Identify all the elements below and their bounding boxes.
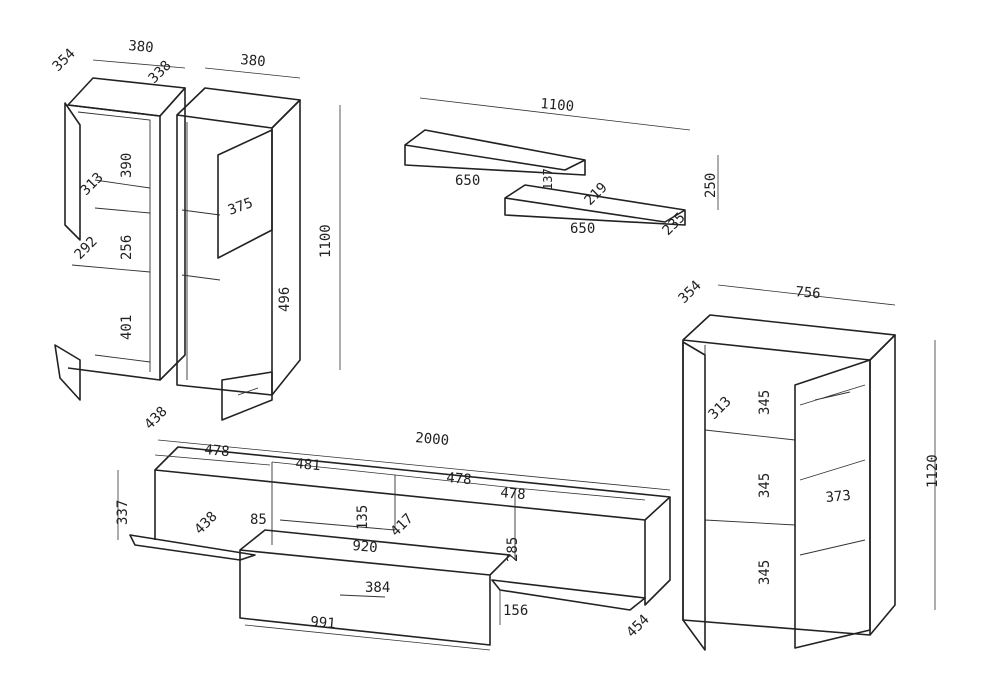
dim-tv-depth: 438 bbox=[142, 404, 171, 433]
tv-stand bbox=[129, 446, 671, 646]
dimension-labels: 354 380 338 390 313 292 256 401 380 375 … bbox=[50, 38, 941, 641]
dim-left-shelf1-height: 390 bbox=[119, 153, 135, 178]
dim-left-depth: 354 bbox=[50, 46, 79, 75]
dim-lower-shelf-depth: 219 bbox=[582, 180, 611, 209]
dim-tv-flap-depth: 438 bbox=[192, 509, 221, 538]
dim-right-door-width: 373 bbox=[825, 488, 852, 506]
dimension-lines bbox=[92, 59, 936, 651]
dim-lower-shelf-width: 650 bbox=[570, 221, 595, 237]
dim-tv-inner-depth: 417 bbox=[388, 511, 417, 540]
left-cabinet bbox=[54, 77, 186, 401]
dim-tv-drawer-depth: 384 bbox=[365, 580, 390, 596]
dim-tv-open-depth: 454 bbox=[624, 612, 653, 641]
dim-upper-shelf-thickness: 137 bbox=[541, 168, 555, 190]
dim-shelves-total-height: 250 bbox=[703, 173, 719, 198]
dim-middle-door-width: 375 bbox=[226, 195, 255, 219]
dim-right-height: 1120 bbox=[925, 454, 941, 488]
dim-tv-drawer-inner-width: 920 bbox=[352, 538, 379, 556]
dim-right-section1: 345 bbox=[757, 390, 773, 415]
dim-tv-drawer-offset: 85 bbox=[250, 512, 267, 528]
dim-tv-drawer-height: 156 bbox=[503, 603, 528, 619]
dim-right-depth: 354 bbox=[676, 278, 705, 307]
dim-tv-drawer-width: 991 bbox=[310, 614, 337, 632]
dim-tv-sec2: 481 bbox=[295, 456, 322, 474]
dim-tv-side-height: 285 bbox=[505, 537, 521, 562]
dim-tv-total-width: 2000 bbox=[415, 430, 450, 449]
wall-shelves bbox=[404, 129, 686, 226]
dim-shelves-total-width: 1100 bbox=[540, 96, 575, 115]
right-cabinet bbox=[682, 314, 896, 651]
dim-right-section3: 345 bbox=[757, 560, 773, 585]
dim-left-inner-depth: 338 bbox=[146, 58, 175, 87]
dim-tv-sec1: 478 bbox=[204, 442, 231, 460]
dim-tv-sec4: 478 bbox=[500, 485, 527, 503]
dim-left-shelf2-height: 256 bbox=[119, 235, 135, 260]
dim-right-shelf-depth: 313 bbox=[706, 394, 735, 423]
dim-tv-height: 337 bbox=[115, 500, 131, 525]
dim-right-section2: 345 bbox=[757, 473, 773, 498]
dim-middle-width: 380 bbox=[240, 52, 267, 70]
dim-left-bottom-height: 401 bbox=[119, 315, 135, 340]
dim-left-shelf2-depth: 292 bbox=[72, 234, 101, 263]
dim-left-shelf1-depth: 313 bbox=[78, 170, 107, 199]
dim-right-width: 756 bbox=[795, 284, 822, 302]
dim-tv-niche-height: 135 bbox=[355, 505, 371, 530]
dim-left-width: 380 bbox=[128, 38, 155, 56]
middle-cabinet bbox=[176, 87, 301, 421]
dim-middle-height: 1100 bbox=[318, 224, 334, 258]
dim-upper-shelf-width: 650 bbox=[455, 173, 480, 189]
dim-tv-sec3: 478 bbox=[446, 470, 473, 488]
dim-middle-glass-height: 496 bbox=[277, 287, 293, 312]
